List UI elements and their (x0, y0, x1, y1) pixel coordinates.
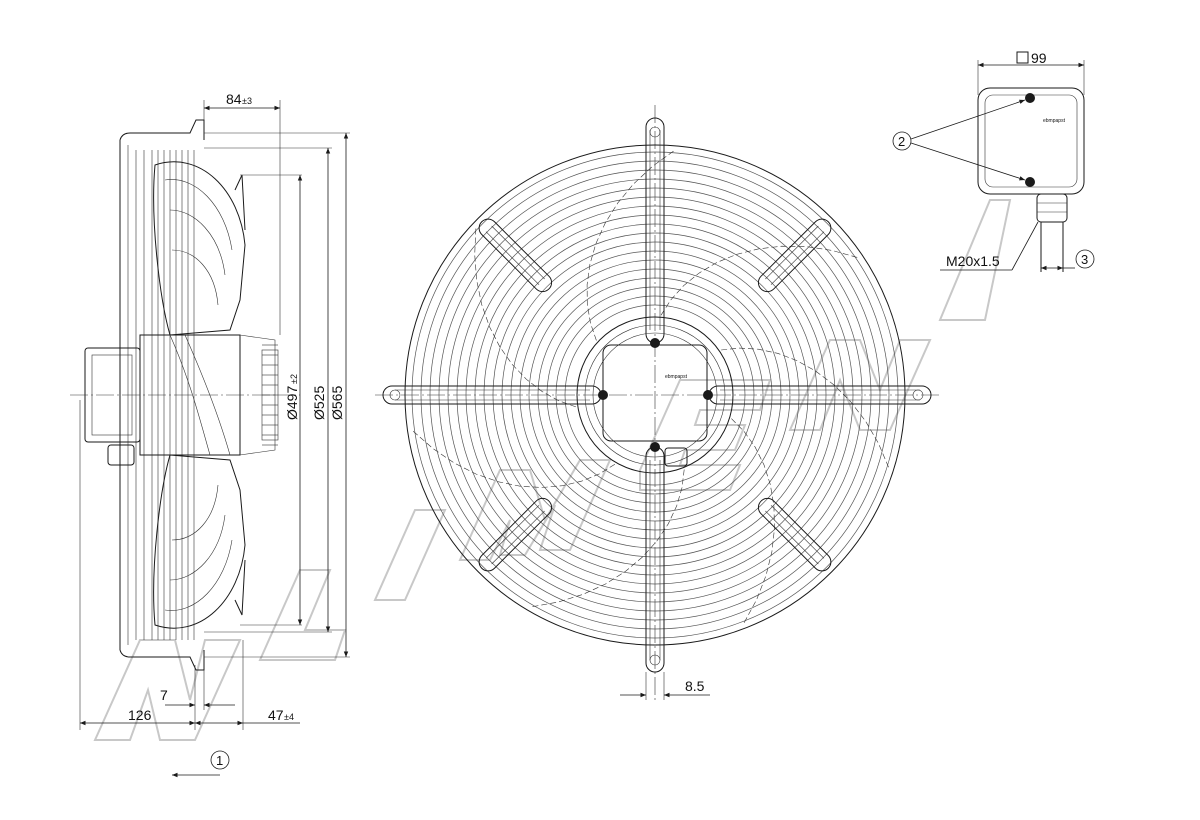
dim-84-tol: ±3 (242, 96, 252, 106)
dim-8-5-label: 8.5 (685, 678, 705, 694)
guard-strut (478, 497, 553, 572)
callout-3-circle (1075, 249, 1095, 269)
guard-ring (546, 286, 764, 504)
guard-strut (757, 218, 832, 293)
hub-cable-gland (664, 447, 688, 467)
dia-525-label: Ø525 (311, 386, 327, 420)
terminal-cable-gland (1036, 193, 1068, 223)
hub-screw-top (650, 338, 660, 348)
guard-ring (483, 223, 827, 567)
fan-blade-edge (660, 245, 858, 316)
fan-blade-edge (731, 418, 775, 624)
hub-brand-label: ebmpapst (665, 374, 688, 380)
side-guard-outline (119, 119, 205, 671)
guard-ring (492, 232, 818, 558)
guard-ring (438, 178, 872, 612)
terminal-box-body (977, 87, 1085, 195)
terminal-screw-top (1025, 93, 1035, 103)
fan-blade-edge (412, 430, 616, 488)
callout-2-label: 2 (898, 134, 905, 149)
guard-strut (478, 218, 553, 293)
guard-ring (420, 160, 890, 630)
hub-outer (576, 316, 734, 474)
front-view: ebmpapst 8.5 (375, 105, 940, 700)
side-blade-upper (153, 161, 246, 336)
dim-84-label: 84 (226, 91, 242, 107)
callout-3-label: 3 (1081, 252, 1088, 267)
guard-rings (404, 144, 906, 646)
dim-7-label: 7 (160, 687, 168, 703)
guard-ring (474, 214, 836, 576)
terminal-box-detail: 99 ebmpapst 3 M20x1.5 2 (892, 50, 1095, 272)
dia-497-tol: ±2 (289, 374, 299, 384)
guard-ring (411, 151, 899, 639)
guard-strut (757, 497, 832, 572)
rotor-fins (262, 344, 278, 446)
fan-blade-edge (531, 469, 685, 608)
hub-screw-bottom (650, 442, 660, 452)
guard-ring (528, 268, 782, 522)
side-view: 84 ±3 Ø497 ±2 Ø525 Ø565 126 7 47 ±4 1 (70, 91, 350, 778)
terminal-brand-label: ebmpapst (1043, 118, 1066, 124)
callout-2-circle (892, 131, 912, 151)
dim-126-label: 126 (128, 707, 152, 723)
guard-ring (501, 241, 809, 549)
thread-label: M20x1.5 (946, 253, 1000, 269)
guard-ring (447, 187, 863, 603)
hub-screw-left (598, 390, 608, 400)
side-blade-lower (153, 454, 246, 629)
guard-outer-ring (404, 144, 906, 646)
callout-1-label: 1 (216, 753, 223, 768)
fan-blade-edge (586, 150, 675, 341)
dim-47-tol: ±4 (284, 712, 294, 722)
fan-blade-edge (474, 227, 577, 408)
guard-ring (537, 277, 773, 513)
fan-blade-edge (721, 347, 890, 469)
guard-ring (519, 259, 791, 531)
guard-ring (429, 169, 881, 621)
side-cable-gland (107, 444, 135, 466)
guard-ring (510, 250, 800, 540)
dia-565-label: Ø565 (329, 386, 345, 420)
hub-screw-right (703, 390, 713, 400)
dia-497-label: Ø497 (284, 386, 300, 420)
dim-99-label: 99 (1031, 50, 1047, 66)
square-symbol (1016, 51, 1029, 64)
terminal-screw-bottom (1025, 177, 1035, 187)
dim-47-label: 47 (268, 707, 284, 723)
guard-struts (478, 218, 832, 572)
callout-1-circle (210, 750, 230, 770)
guard-ring (555, 295, 755, 495)
fan-blades (412, 150, 890, 624)
guard-ring (564, 304, 746, 486)
guard-ring (456, 196, 854, 594)
